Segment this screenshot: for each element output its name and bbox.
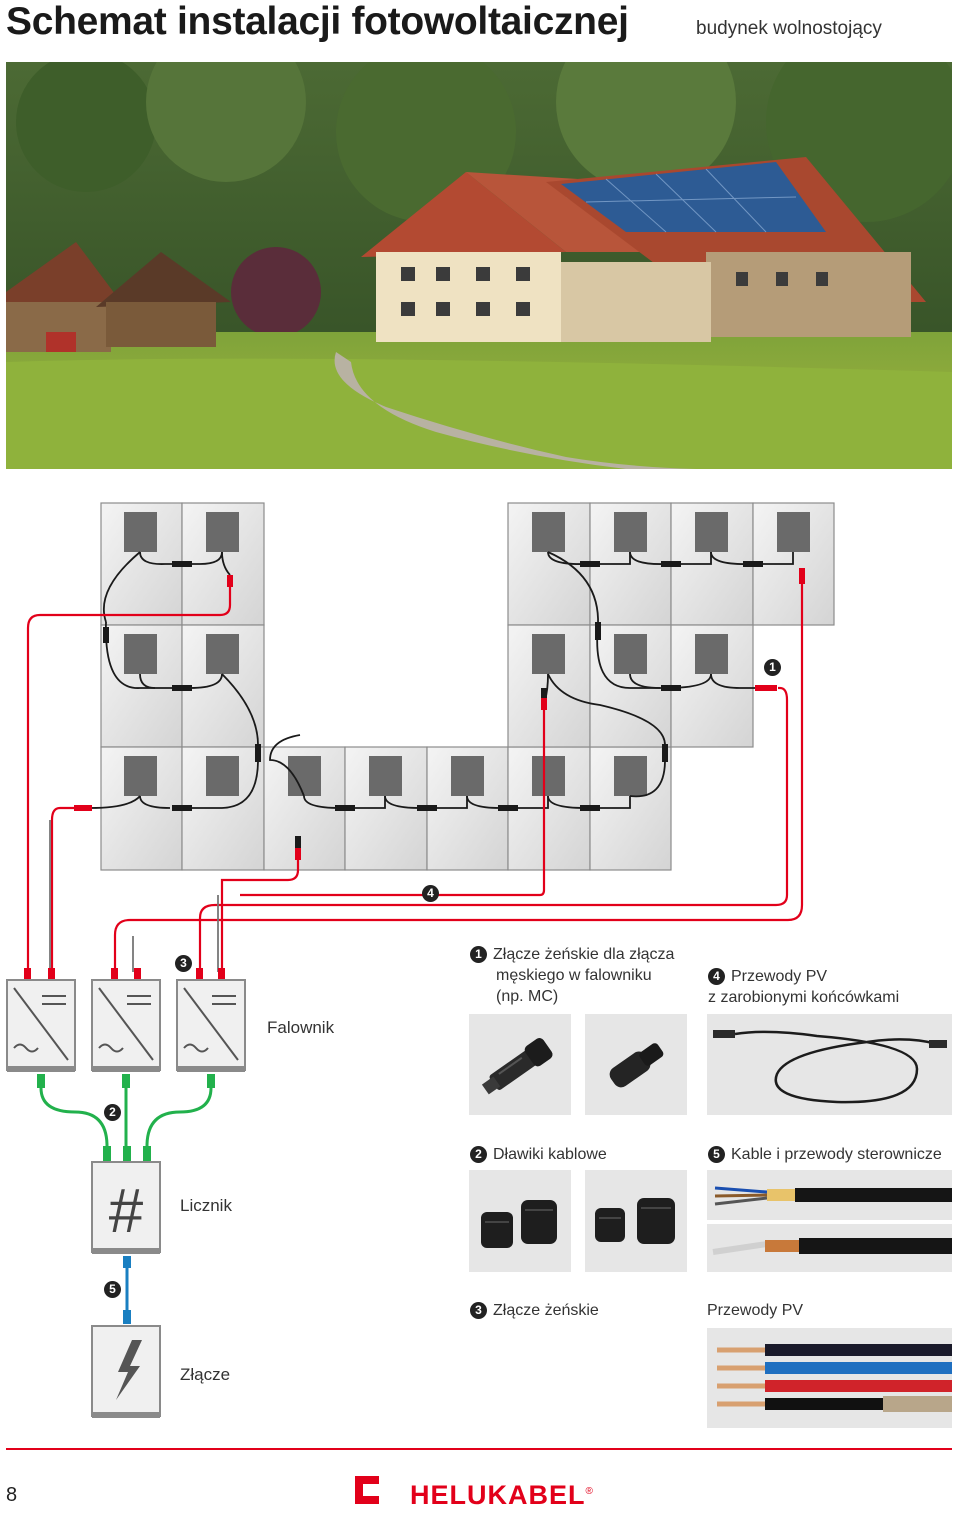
footer-divider: [6, 1448, 952, 1450]
meter-box: #: [91, 1161, 161, 1254]
control-cable-image: [707, 1170, 952, 1220]
legend-number: 3: [470, 1302, 487, 1319]
shielded-cable-image: [707, 1224, 952, 1272]
badge-3: 3: [175, 955, 198, 973]
page-subtitle: budynek wolnostojący: [696, 18, 882, 39]
brand-wordmark: HELUKABEL®: [410, 1480, 594, 1510]
legend-number: 4: [708, 968, 725, 985]
page-number: 8: [6, 1484, 18, 1506]
inverters: [6, 979, 246, 1072]
label-inverter: Falownik: [267, 1018, 335, 1037]
label-connection: Złącze: [180, 1365, 231, 1384]
wiring-diagram: #: [6, 502, 835, 1418]
badge-5: 5: [104, 1281, 127, 1299]
pv-cable-assembly-image: [707, 1014, 952, 1115]
legend-number: 5: [708, 1146, 725, 1163]
brand-logo-icon: [355, 1476, 379, 1504]
label-meter: Licznik: [180, 1196, 232, 1215]
badge-2: 2: [104, 1104, 127, 1122]
cable-glands-image-b: [585, 1170, 687, 1272]
badge-1: 1: [764, 659, 787, 677]
cable-glands-image-a: [469, 1170, 571, 1272]
badge-4: 4: [422, 885, 445, 903]
svg-text:#: #: [109, 1177, 144, 1246]
legend-number: 1: [470, 946, 487, 963]
pv-cables-image: [707, 1328, 952, 1428]
female-connector-image: [585, 1014, 687, 1115]
mc-connector-image: [469, 1014, 571, 1115]
legend-item-pv: Przewody PV: [707, 1302, 804, 1319]
house-photo: [6, 62, 952, 469]
page-title: Schemat instalacji fotowoltaicznej: [6, 0, 629, 43]
connection-box: [91, 1325, 161, 1418]
legend-number: 2: [470, 1146, 487, 1163]
